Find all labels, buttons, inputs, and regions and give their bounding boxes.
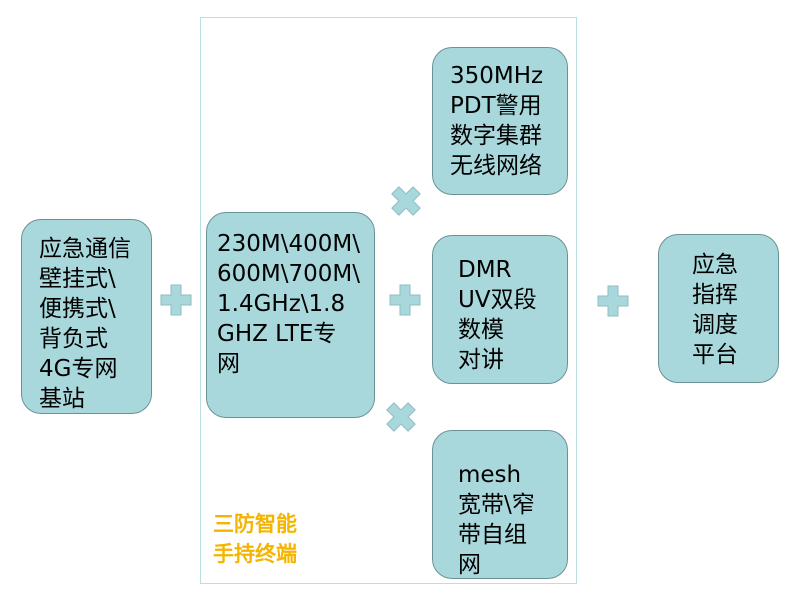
command-platform-label: 应急 指挥 调度 平台 <box>692 252 738 368</box>
frame-caption: 三防智能 手持终端 <box>213 512 297 566</box>
dmr-label: DMR UV双段 数模 对讲 <box>458 257 537 373</box>
mesh-node: mesh 宽带\窄 带自组 网 <box>432 430 568 579</box>
pdt-node: 350MHz PDT警用 数字集群 无线网络 <box>432 47 568 195</box>
dmr-node: DMR UV双段 数模 对讲 <box>432 235 568 384</box>
plus-icon-middle <box>389 284 421 316</box>
cross-icon-lower <box>386 402 416 432</box>
mesh-label: mesh 宽带\窄 带自组 网 <box>458 462 535 578</box>
lte-terminal-node: 230M\400M\ 600M\700M\ 1.4GHz\1.8 GHZ LTE… <box>206 212 375 418</box>
pdt-label: 350MHz PDT警用 数字集群 无线网络 <box>450 63 544 179</box>
terminal-frame <box>200 17 577 584</box>
base-station-node: 应急通信 壁挂式\ 便携式\ 背负式 4G专网 基站 <box>21 219 152 414</box>
plus-icon-left <box>160 284 192 316</box>
cross-icon-upper <box>391 186 421 216</box>
command-platform-node: 应急 指挥 调度 平台 <box>658 234 779 383</box>
base-station-label: 应急通信 壁挂式\ 便携式\ 背负式 4G专网 基站 <box>39 236 131 412</box>
lte-terminal-label: 230M\400M\ 600M\700M\ 1.4GHz\1.8 GHZ LTE… <box>217 231 360 377</box>
plus-icon-right <box>597 285 629 317</box>
